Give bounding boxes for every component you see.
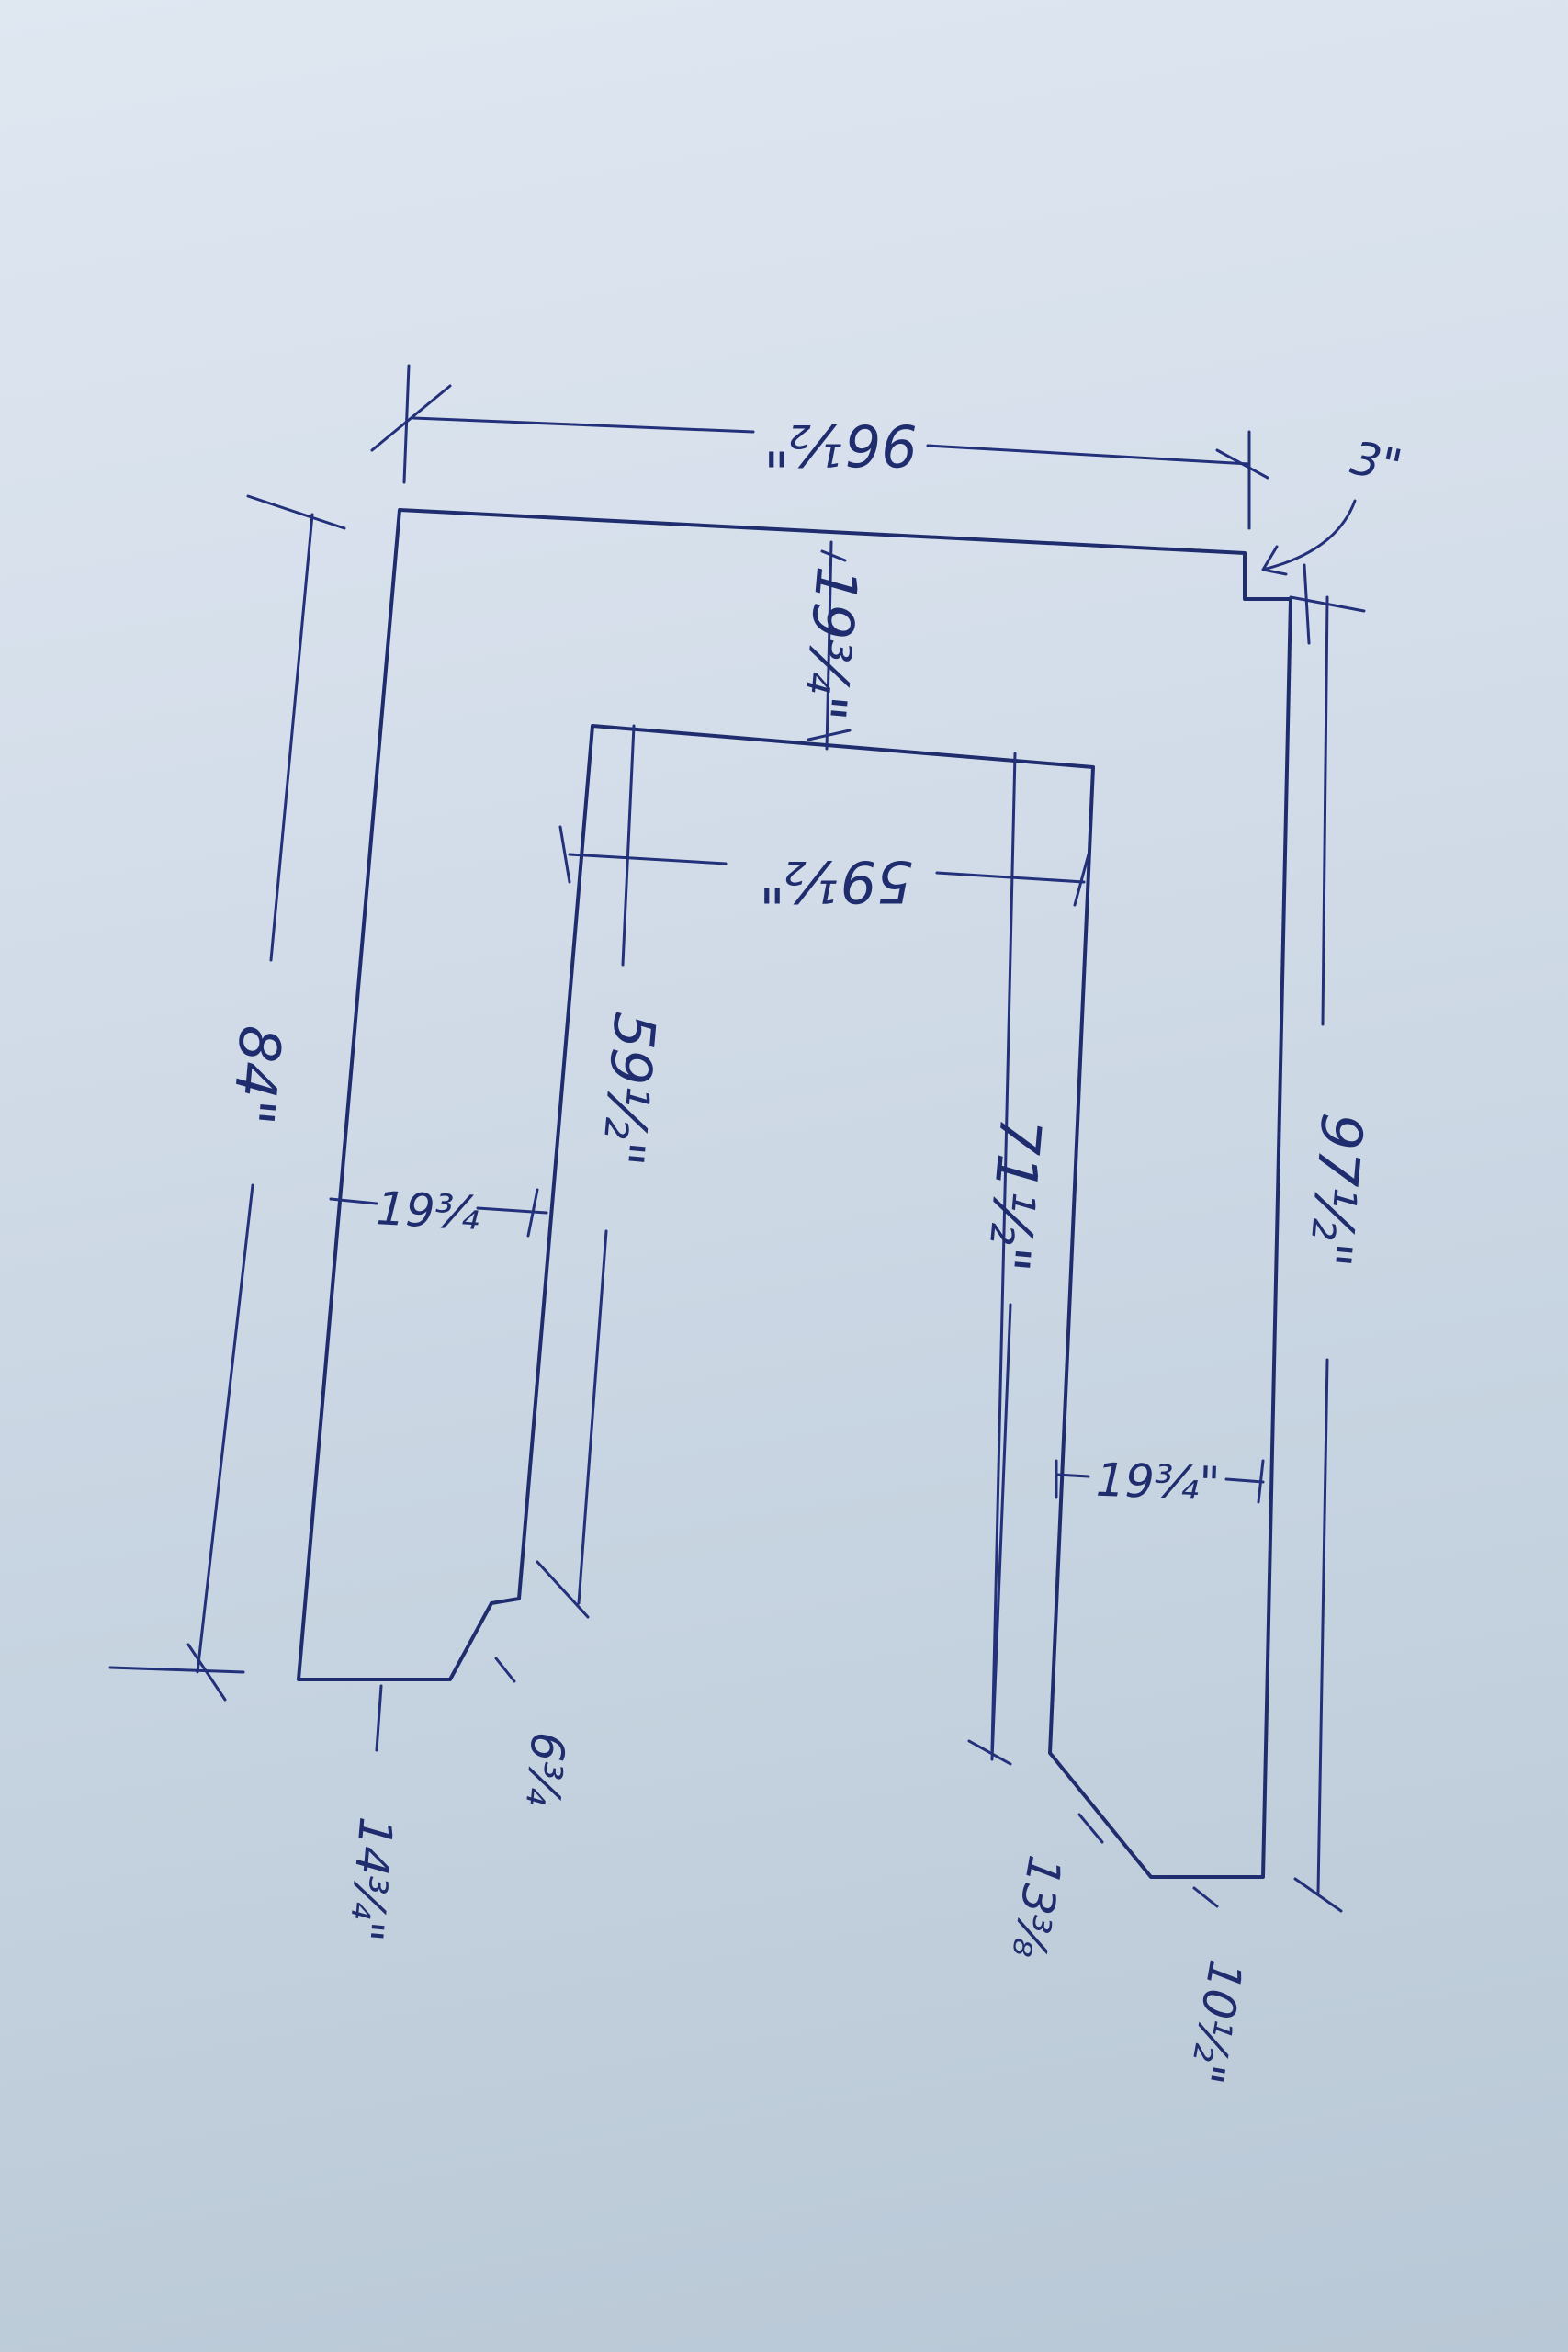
dim-inner-width (558, 752, 1090, 1752)
dim-left-depth (329, 1188, 548, 1238)
dim-right-inner-height (967, 1303, 1012, 1766)
dim-left-bevel-tick (494, 1657, 516, 1683)
dim-top-depth (807, 540, 852, 751)
label-corner-notch: 3" (1347, 431, 1407, 493)
dim-right-bevel-arrow (1077, 1813, 1104, 1844)
dim-left-inner-height (536, 724, 636, 1619)
label-top-depth: 19¾" (791, 564, 871, 723)
dim-right-bottom-arrow (1192, 1886, 1219, 1908)
label-right-depth: 19¾" (1095, 1453, 1221, 1511)
label-top-width: 96½" (763, 412, 918, 479)
label-right-inner-height: 71½" (975, 1115, 1055, 1274)
countertop-outline (297, 508, 1292, 1879)
label-right-bottom-width: 10½" (1179, 1956, 1253, 2087)
label-left-height: 84" (219, 1023, 294, 1127)
dim-right-depth (1055, 1459, 1265, 1504)
label-right-outer-height: 97½" (1296, 1111, 1376, 1270)
notch-tick (1303, 563, 1311, 645)
notch-leader (1261, 499, 1357, 576)
label-inner-width: 59½" (759, 848, 913, 915)
label-left-depth: 19¾ (375, 1182, 480, 1240)
label-left-inner-height: 59½" (589, 1010, 669, 1169)
dim-top-width (370, 364, 1269, 530)
dim-left-bottom-tick (375, 1684, 383, 1752)
label-left-bevel: 6¾ (515, 1730, 575, 1808)
dim-right-outer-height (1289, 595, 1366, 1913)
label-left-bottom-width: 14¾" (339, 1815, 403, 1943)
label-right-bevel: 13⅜ (1001, 1851, 1072, 1962)
dim-left-height (108, 494, 346, 1702)
